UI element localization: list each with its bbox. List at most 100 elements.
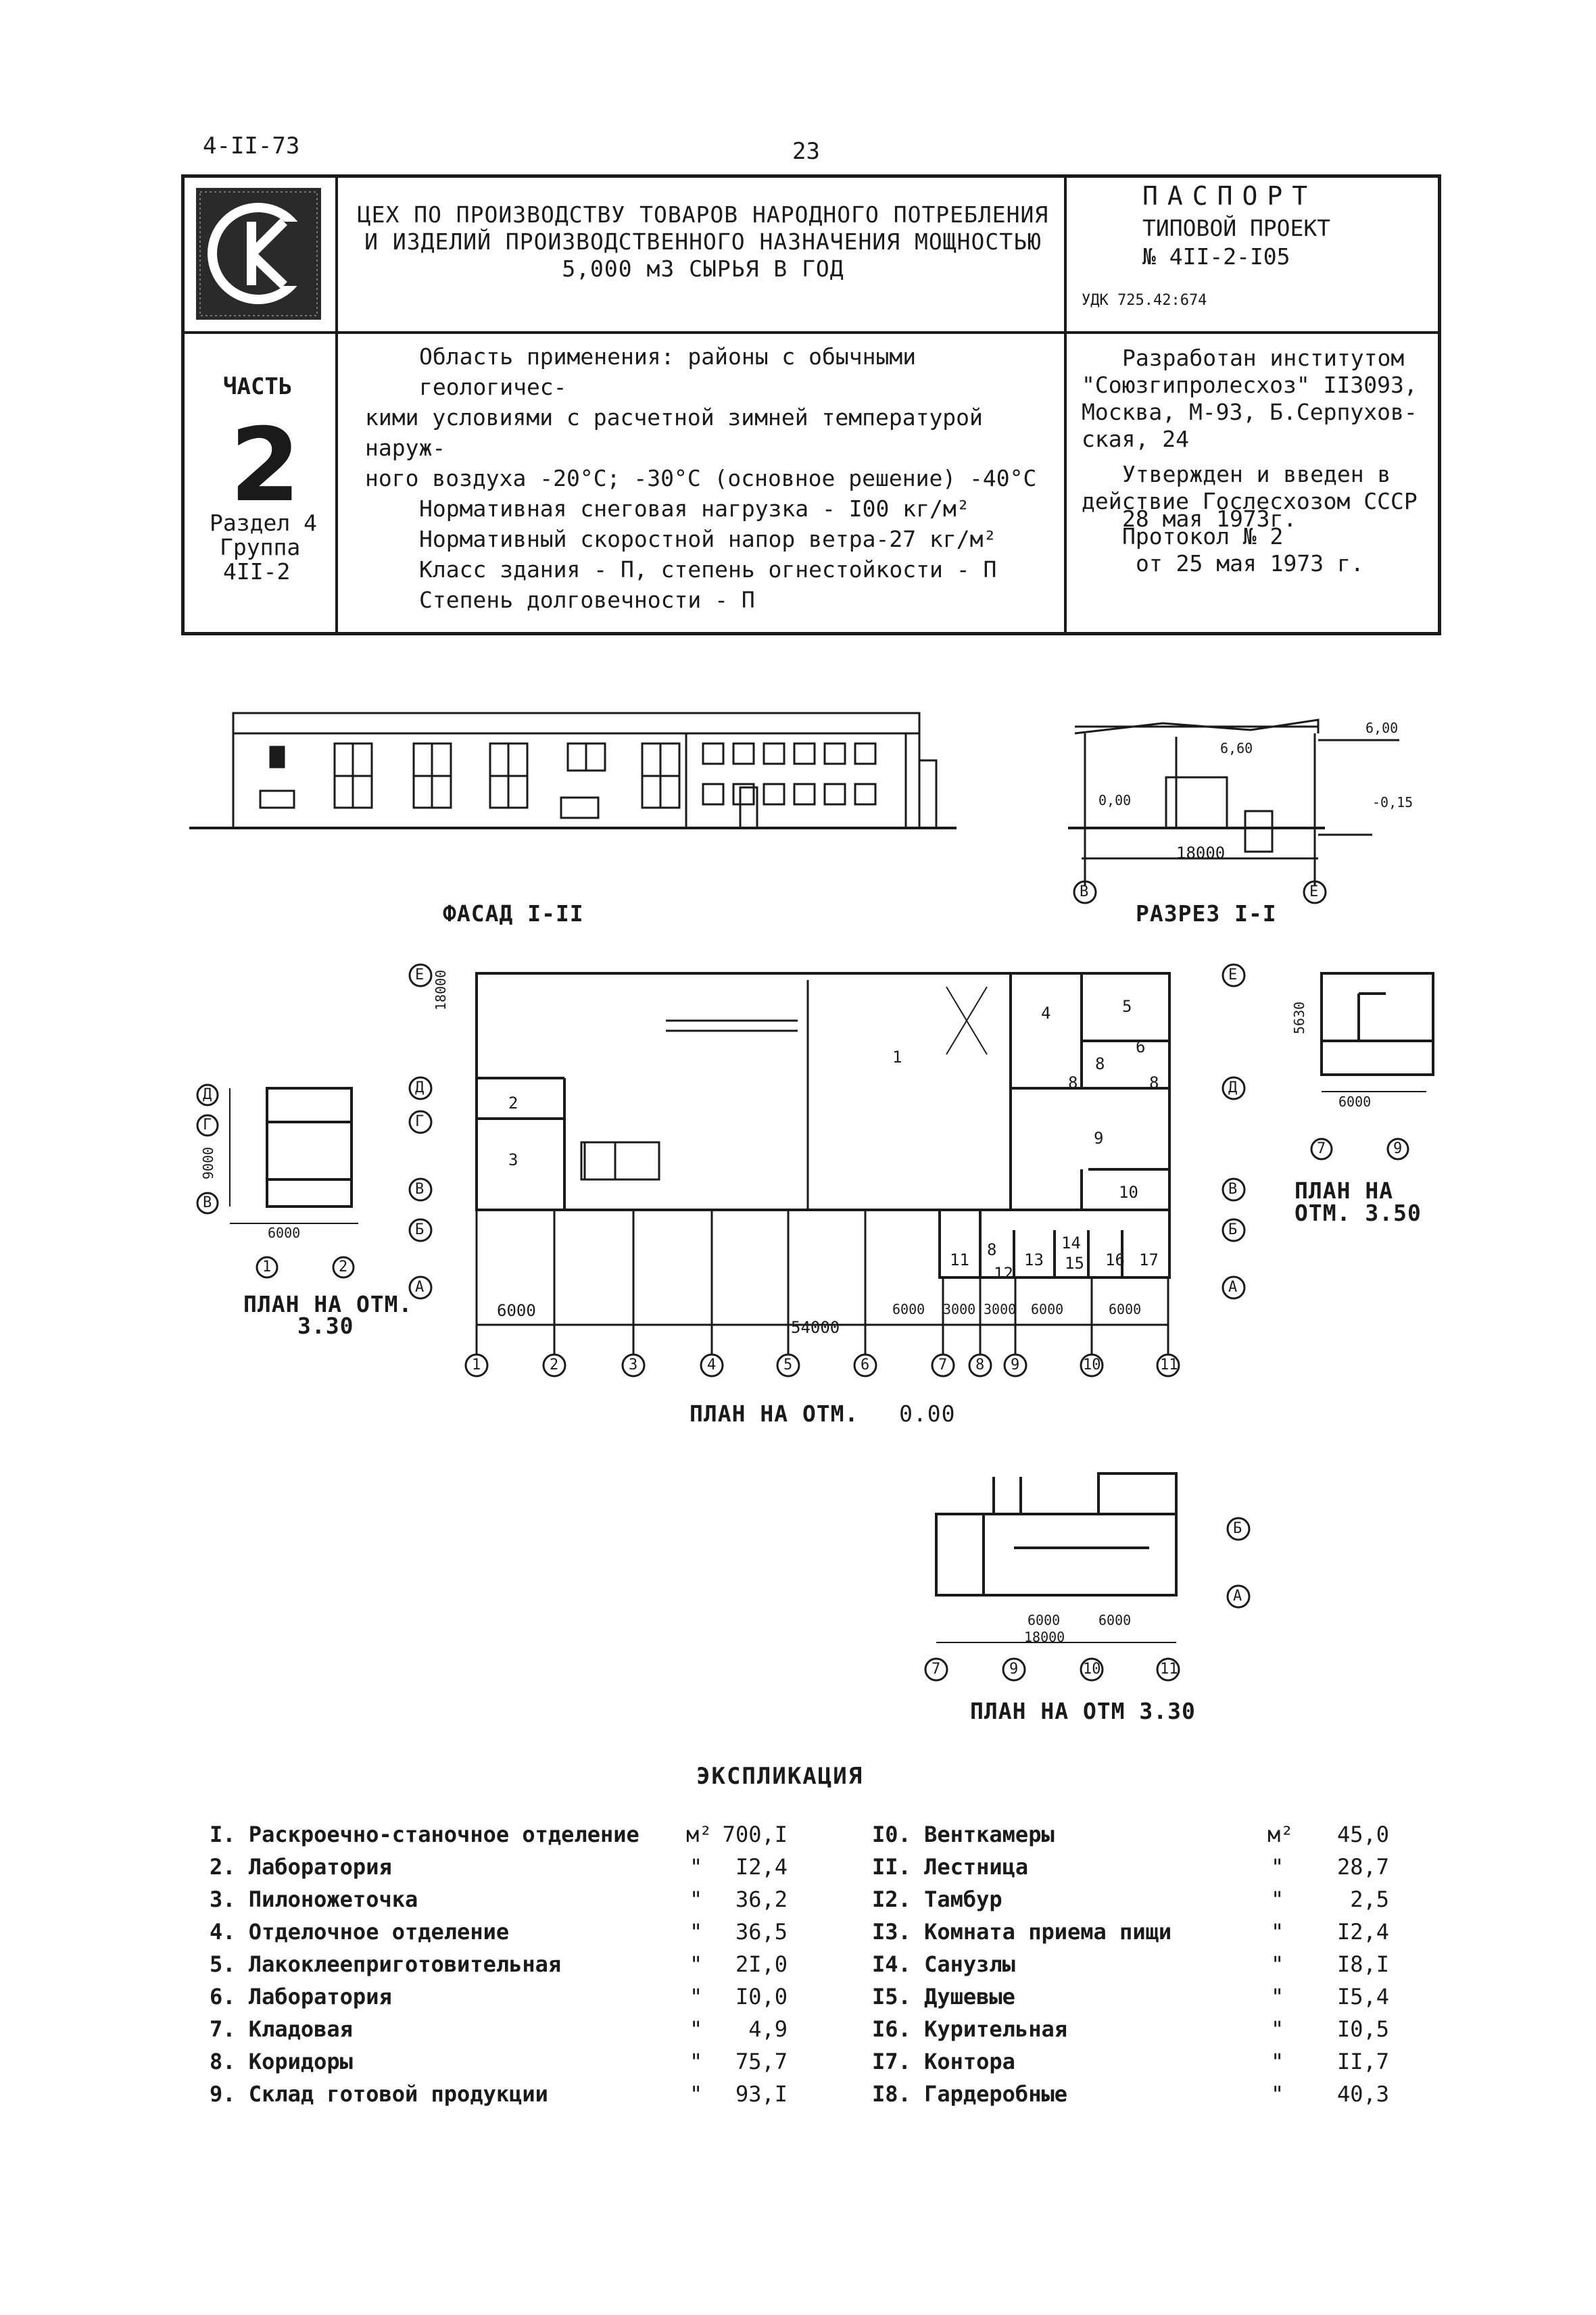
room-11: 11: [950, 1250, 969, 1269]
explication-item-unit: ": [690, 1854, 703, 1880]
explication-item-name: I5. Душевые: [872, 1984, 1015, 2009]
main-dim-3000-a: 3000: [943, 1301, 976, 1317]
explication-item-unit: ": [690, 2081, 703, 2107]
explication-item-value: 75,7: [735, 2049, 788, 2074]
section-label: Раздел 4: [210, 510, 317, 536]
leftplan-dim-6000: 6000: [268, 1225, 301, 1241]
main-plan-caption: ПЛАН НА ОТМ. 0.00: [690, 1400, 956, 1427]
room-1: 1: [892, 1048, 902, 1067]
explication-item: I5. Душевые " I5,4: [872, 1980, 1399, 2013]
approval-line-5: от 25 мая 1973 г.: [1136, 550, 1364, 577]
left-plan-caption-2: 3.30: [297, 1313, 354, 1339]
main-plan-caption-level: 0.00: [899, 1400, 956, 1427]
axis-label-a-right: А: [1228, 1279, 1238, 1296]
explication-item-unit: ": [1271, 1951, 1284, 1977]
explication-title: ЭКСПЛИКАЦИЯ: [696, 1763, 864, 1790]
axis-marker-b-section: [1073, 880, 1097, 904]
axis-label-7-rightplan: 7: [1317, 1140, 1326, 1157]
explication-item-unit: ": [1271, 1854, 1284, 1880]
explication-item-unit: ": [1271, 2016, 1284, 2042]
section-dim-3: 0,00: [1098, 792, 1132, 808]
explication-item-value: I0,5: [1336, 2016, 1389, 2042]
explication-item-value: 36,5: [735, 1919, 788, 1945]
project-title-line-3: 5,000 м3 СЫРЬЯ В ГОД: [562, 255, 844, 282]
main-plan: [475, 972, 1171, 1279]
axis-label-a-bottomplan: А: [1233, 1588, 1242, 1605]
explication-item-value: I2,4: [1336, 1919, 1389, 1945]
explication-item-name: 4. Отделочное отделение: [210, 1919, 510, 1945]
explication-item-unit: ": [690, 1951, 703, 1977]
approval-line-3: 28 мая 1973г.: [1122, 506, 1297, 532]
approval-line-2: действие Гослесхозом СССР: [1082, 488, 1418, 514]
explication-item-value: 2,5: [1350, 1886, 1389, 1912]
application-line-4: Нормативная снеговая нагрузка - I00 кг/м…: [419, 495, 970, 522]
explication-item: II. Лестница " 28,7: [872, 1851, 1399, 1883]
explication-item-name: 6. Лаборатория: [210, 1984, 392, 2009]
explication-item-name: I4. Санузлы: [872, 1951, 1015, 1977]
axis-label-11-bottomplan: 11: [1160, 1661, 1178, 1678]
room-4: 4: [1041, 1004, 1051, 1023]
main-dim-6000-c: 6000: [1031, 1301, 1064, 1317]
right-plan-caption-2: ОТМ. 3.50: [1295, 1200, 1422, 1226]
explication-item: 5. Лакоклееприготовительная " 2I,0: [210, 1948, 831, 1980]
axis-label-1-leftplan: 1: [262, 1259, 272, 1275]
sk-logo: [196, 188, 321, 320]
explication-item-name: 7. Кладовая: [210, 2016, 353, 2042]
axis-label-8: 8: [975, 1357, 985, 1373]
explication-item-value: 28,7: [1336, 1854, 1389, 1880]
axis-label-9: 9: [1011, 1357, 1020, 1373]
series-code: 4-II-73: [203, 132, 300, 160]
application-line-3: ного воздуха -20°С; -30°С (основное реше…: [365, 465, 1037, 491]
axis-label-5: 5: [783, 1357, 793, 1373]
explication-item: I. Раскроечно-станочное отделение м² 700…: [210, 1818, 831, 1851]
developer-line-4: ская, 24: [1082, 426, 1189, 452]
explication-item-unit: м²: [686, 1822, 712, 1847]
left-plan-axis-markers: [196, 1083, 355, 1279]
room-16: 16: [1105, 1250, 1125, 1269]
main-dim-6000-d: 6000: [1109, 1301, 1142, 1317]
bottomplan-dim-18000: 18000: [1024, 1629, 1065, 1645]
explication-item-name: 2. Лаборатория: [210, 1854, 392, 1880]
axis-label-g-leftplan: Г: [203, 1117, 212, 1134]
axis-label-4: 4: [707, 1357, 717, 1373]
room-2: 2: [508, 1094, 518, 1113]
project-title-line-2: И ИЗДЕЛИЙ ПРОИЗВОДСТВЕННОГО НАЗНАЧЕНИЯ М…: [364, 228, 1042, 255]
axis-label-d-right: Д: [1228, 1079, 1238, 1096]
explication-item: 7. Кладовая " 4,9: [210, 2013, 831, 2045]
developer-block: Разработан институтом "Союзгипролесхоз" …: [1082, 345, 1433, 577]
room-6: 6: [1136, 1038, 1146, 1056]
part-number: 2: [230, 407, 301, 525]
main-dim-6000-left: 6000: [497, 1301, 536, 1320]
axis-label-b-right: Б: [1228, 1221, 1238, 1238]
axis-label-2-leftplan: 2: [339, 1259, 348, 1275]
explication-item: I3. Комната приема пищи " I2,4: [872, 1916, 1399, 1948]
explication-item-name: I3. Комната приема пищи: [872, 1919, 1172, 1945]
explication-item-name: 8. Коридоры: [210, 2049, 353, 2074]
section-dim-4: -0,15: [1372, 794, 1413, 810]
axis-label-1: 1: [472, 1357, 481, 1373]
application-block: Область применения: районы с обычными ге…: [365, 341, 1061, 615]
axis-label-e-section: Е: [1309, 883, 1319, 900]
right-plan-caption-1: ПЛАН НА: [1295, 1177, 1394, 1204]
main-dim-3000-b: 3000: [984, 1301, 1017, 1317]
explication-item-value: 700,I: [722, 1822, 788, 1847]
section-dim-1: 6,00: [1365, 720, 1399, 736]
explication-item-value: I2,4: [735, 1854, 788, 1880]
axis-label-3: 3: [629, 1357, 638, 1373]
room-5: 5: [1122, 997, 1132, 1016]
passport-heading: ПАСПОРТ: [1142, 181, 1317, 211]
axis-label-v-left: В: [415, 1181, 425, 1198]
axis-label-2: 2: [550, 1357, 559, 1373]
explication-item-name: I8. Гардеробные: [872, 2081, 1067, 2107]
axis-label-d-left: Д: [415, 1079, 425, 1096]
room-8d: 8: [987, 1240, 997, 1259]
axis-label-7-bottomplan: 7: [932, 1661, 941, 1678]
axis-label-10-bottomplan: 10: [1083, 1661, 1101, 1678]
explication-item-value: I5,4: [1336, 1984, 1389, 2009]
axis-label-a-left: А: [415, 1279, 425, 1296]
axis-label-10: 10: [1083, 1357, 1101, 1373]
explication-item-unit: м²: [1267, 1822, 1294, 1847]
explication-item-value: II,7: [1336, 2049, 1389, 2074]
explication-item-value: 45,0: [1336, 1822, 1389, 1847]
